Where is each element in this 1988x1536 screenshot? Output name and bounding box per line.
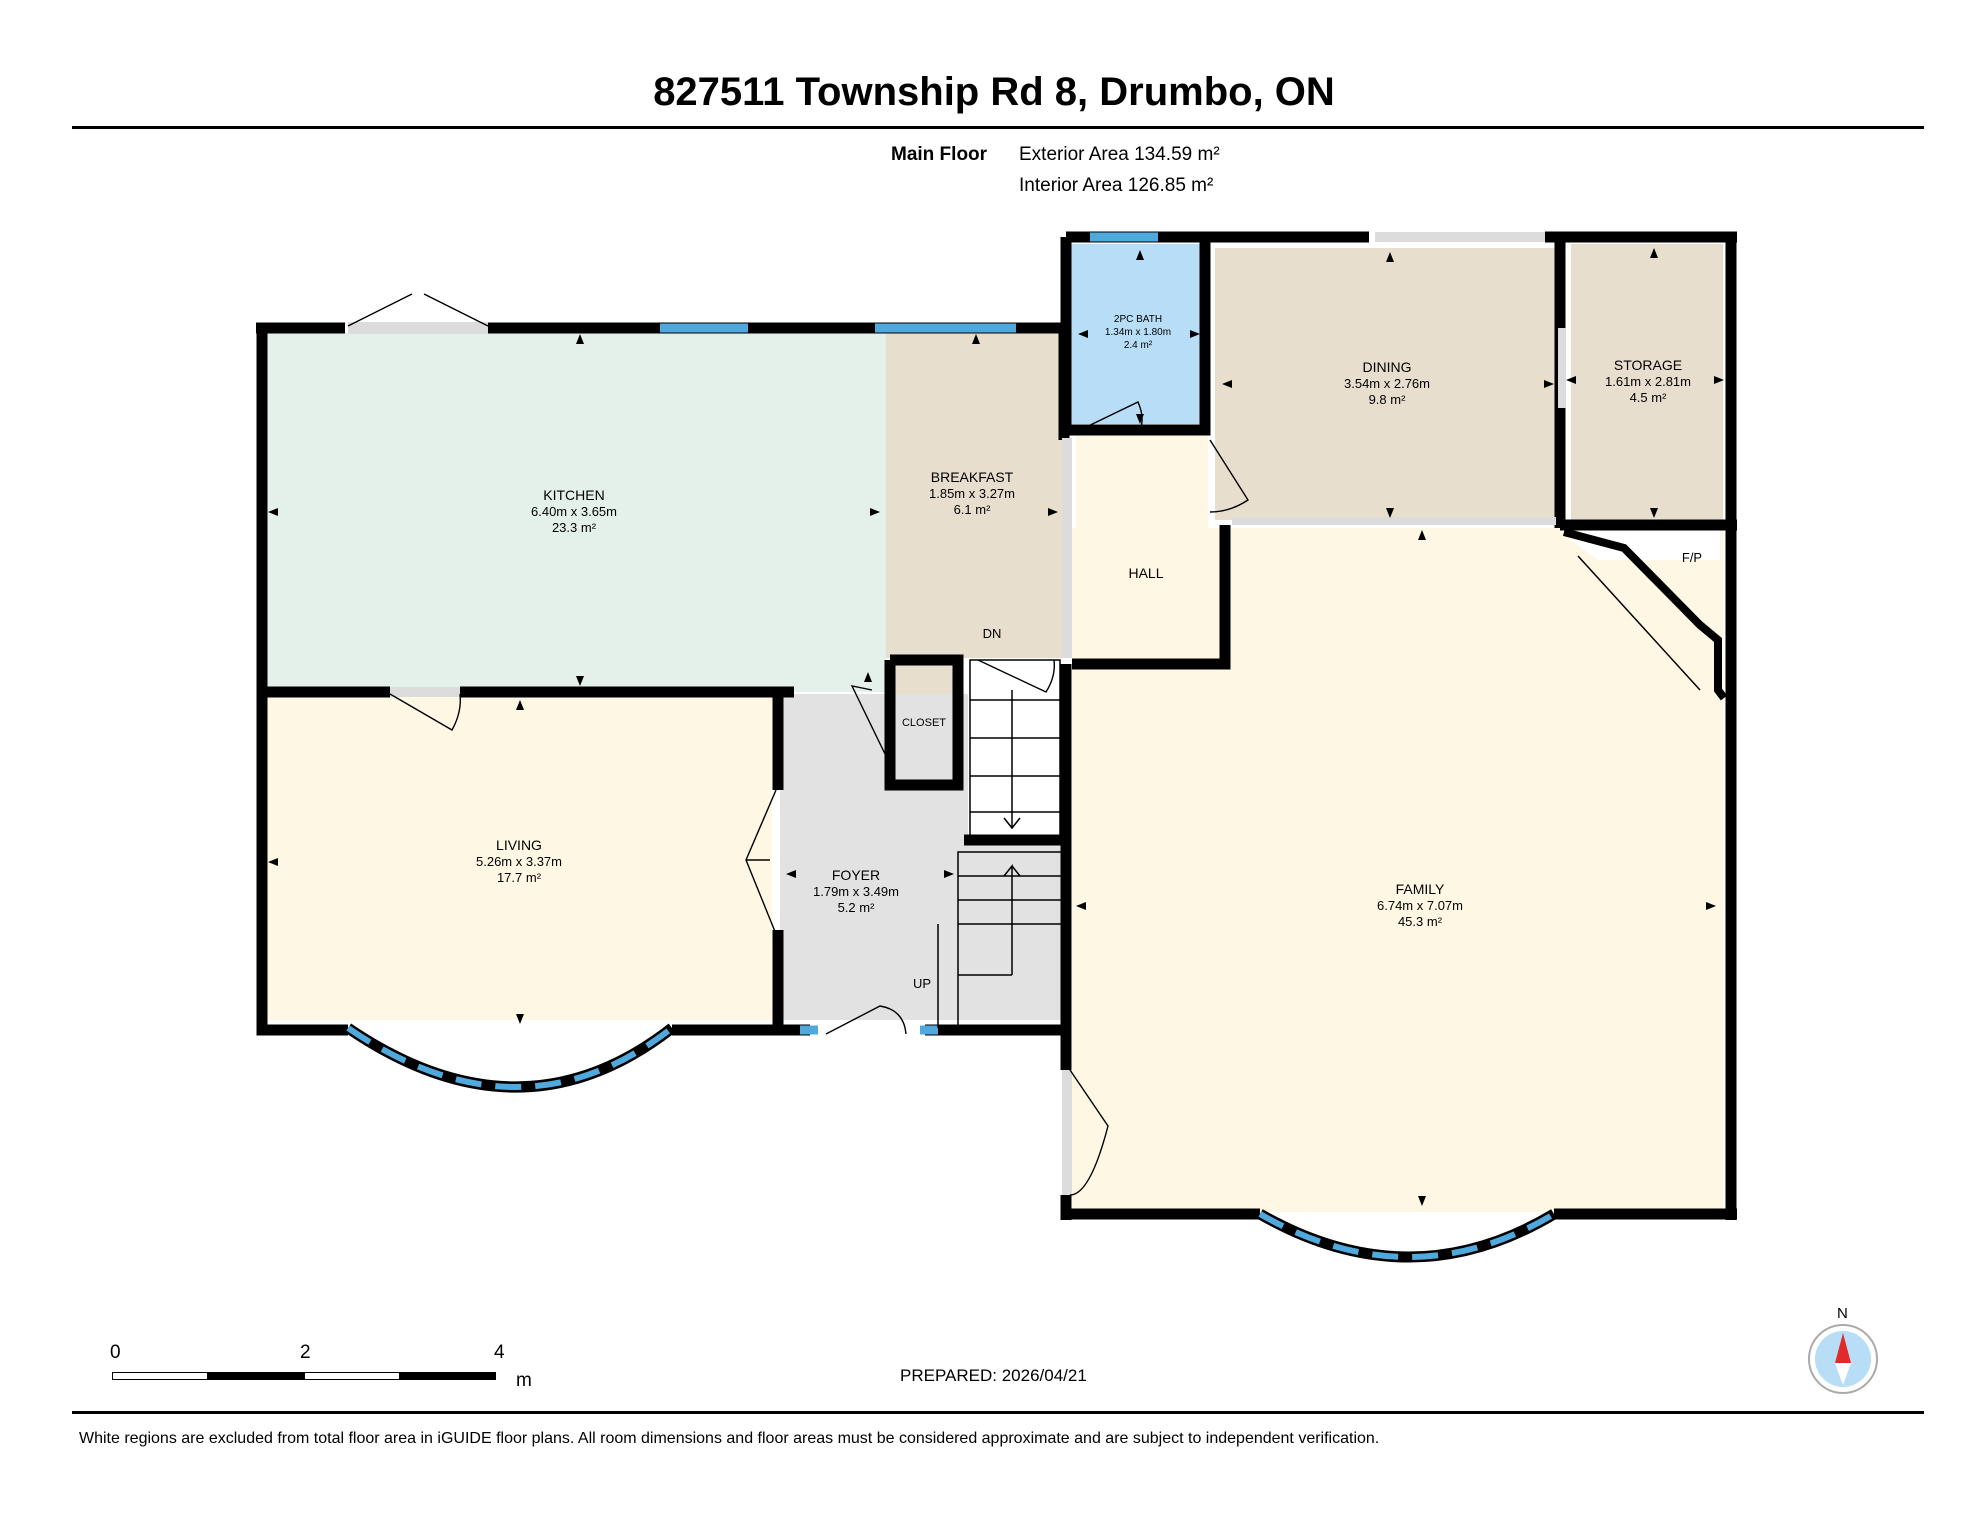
- room-kitchen-dims: 6.40m x 3.65m: [531, 504, 617, 519]
- compass-icon: N: [1805, 1305, 1885, 1395]
- scale-unit: m: [516, 1370, 532, 1391]
- room-foyer-area: 5.2 m²: [838, 900, 876, 915]
- room-storage-area: 4.5 m²: [1630, 390, 1668, 405]
- room-storage-name: STORAGE: [1614, 357, 1682, 373]
- room-breakfast-fill: [886, 333, 1064, 658]
- walls: [256, 231, 1737, 1220]
- room-kitchen-fill: [262, 333, 886, 692]
- compass-rose-icon: [1808, 1324, 1878, 1394]
- scale-tick-2: 2: [300, 1342, 311, 1363]
- scale-bar: 0 2 4 m: [110, 1342, 650, 1412]
- room-family-dims: 6.74m x 7.07m: [1377, 898, 1463, 913]
- dimension-arrows: [268, 248, 1724, 1206]
- room-bath-name: 2PC BATH: [1114, 314, 1162, 325]
- fireplace-hearth: [1577, 555, 1701, 691]
- room-storage-dims: 1.61m x 2.81m: [1605, 374, 1691, 389]
- room-living-dims: 5.26m x 3.37m: [476, 854, 562, 869]
- room-foyer-dims: 1.79m x 3.49m: [813, 884, 899, 899]
- scale-tick-0: 0: [110, 1342, 121, 1363]
- room-kitchen-name: KITCHEN: [543, 487, 604, 503]
- room-bath-area: 2.4 m²: [1124, 340, 1153, 351]
- page-title: 827511 Township Rd 8, Drumbo, ON: [653, 70, 1335, 114]
- room-family-area: 45.3 m²: [1398, 914, 1443, 929]
- scale-segment-4: [400, 1372, 496, 1380]
- room-dining-dims: 3.54m x 2.76m: [1344, 376, 1430, 391]
- room-living-name: LIVING: [496, 837, 542, 853]
- exterior-area: Exterior Area 134.59 m²: [1019, 144, 1220, 165]
- fireplace: [1562, 528, 1728, 701]
- compass-north-label: N: [1837, 1305, 1848, 1322]
- room-dining-area: 9.8 m²: [1369, 392, 1407, 407]
- scale-segment-2: [208, 1372, 304, 1380]
- stairs-fill: [968, 660, 1062, 840]
- bay-window-family-glass: [1258, 1211, 1556, 1260]
- room-closet-name: CLOSET: [902, 717, 946, 729]
- room-hall-name: HALL: [1128, 565, 1163, 581]
- wall-hall-south: [1072, 525, 1231, 670]
- scale-tick-4: 4: [494, 1342, 505, 1363]
- floor-label: Main Floor: [891, 144, 988, 165]
- footer-rule: [72, 1411, 1924, 1414]
- prepared-date: PREPARED: 2026/04/21: [900, 1366, 1087, 1385]
- scale-segment-1: [112, 1372, 208, 1380]
- room-living-area: 17.7 m²: [497, 870, 542, 885]
- room-dining-fill: [1215, 248, 1561, 520]
- room-dining-name: DINING: [1363, 359, 1412, 375]
- stairs-up-label: UP: [913, 976, 931, 991]
- wall-exterior-west: [256, 326, 348, 1036]
- fireplace-label: F/P: [1682, 550, 1702, 565]
- room-living-fill: [262, 694, 772, 1020]
- floor-plan: KITCHEN 6.40m x 3.65m 23.3 m² BREAKFAST …: [256, 231, 1737, 1263]
- room-storage-fill: [1571, 244, 1723, 520]
- wall-closet: [884, 654, 964, 791]
- room-kitchen-area: 23.3 m²: [552, 520, 597, 535]
- room-family-fill: [1072, 526, 1723, 1212]
- door-swings: [347, 293, 1249, 1196]
- stairs: [937, 659, 1063, 1029]
- wall-bath: [1060, 237, 1211, 436]
- header-rule: [72, 126, 1924, 129]
- room-bath-dims: 1.34m x 1.80m: [1105, 327, 1171, 338]
- openings: [348, 232, 1566, 1195]
- room-breakfast-area: 6.1 m²: [954, 502, 992, 517]
- room-family-name: FAMILY: [1396, 881, 1445, 897]
- interior-area: Interior Area 126.85 m²: [1019, 175, 1214, 196]
- room-bath-fill: [1071, 244, 1203, 424]
- scale-segment-3: [304, 1372, 400, 1380]
- room-foyer-name: FOYER: [832, 867, 880, 883]
- room-breakfast-name: BREAKFAST: [931, 469, 1014, 485]
- stairs-down-label: DN: [983, 626, 1002, 641]
- windows: [660, 232, 1158, 1035]
- disclaimer: White regions are excluded from total fl…: [79, 1430, 1380, 1447]
- bay-window-living-glass: [346, 1025, 674, 1090]
- room-breakfast-dims: 1.85m x 3.27m: [929, 486, 1015, 501]
